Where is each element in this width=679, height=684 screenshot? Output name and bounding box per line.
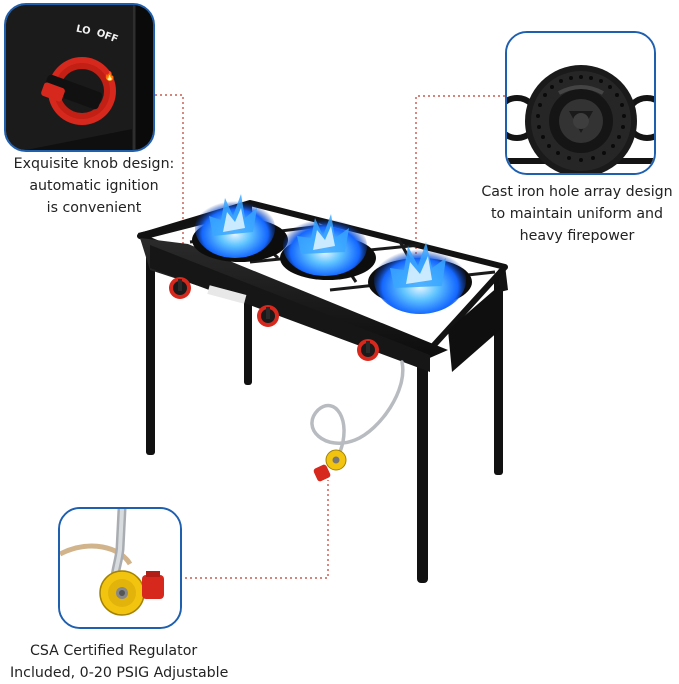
burner-callout — [505, 31, 656, 175]
regulator-caption: CSA Certified Regulator Included, 0-20 P… — [10, 640, 250, 684]
burner-caption-line: Cast iron hole array design — [481, 184, 673, 200]
knob-closeup: 🔥 — [6, 5, 153, 150]
knob-caption-line: Exquisite knob design: — [13, 156, 175, 172]
knob-callout: 🔥 LO OFF — [4, 3, 155, 152]
burner-caption-line: to maintain uniform and — [490, 206, 664, 222]
burner-closeup — [507, 33, 654, 173]
gas-hose — [310, 360, 405, 454]
regulator-caption-line: CSA Certified Regulator — [30, 643, 198, 659]
regulator-caption-line: Included, 0-20 PSIG Adjustable — [10, 665, 229, 681]
gas-regulator — [313, 449, 347, 482]
stove-legs — [146, 255, 503, 583]
leader-line-regulator — [180, 480, 329, 579]
burner-caption: Cast iron hole array design to maintain … — [478, 181, 676, 247]
burner-caption-line: heavy firepower — [519, 228, 635, 244]
regulator-closeup — [60, 509, 180, 627]
burner-flames — [195, 194, 466, 314]
burner-holes — [536, 75, 626, 162]
brand-plate — [207, 285, 247, 304]
stove-knobs — [169, 277, 379, 361]
knob-caption: Exquisite knob design: automatic ignitio… — [4, 153, 184, 219]
stove-body — [140, 218, 500, 372]
svg-text:🔥: 🔥 — [104, 70, 115, 82]
stove-frame — [137, 200, 508, 358]
regulator-callout — [58, 507, 182, 629]
knob-caption-line: automatic ignition — [29, 178, 159, 194]
knob-caption-line: is convenient — [46, 200, 142, 216]
